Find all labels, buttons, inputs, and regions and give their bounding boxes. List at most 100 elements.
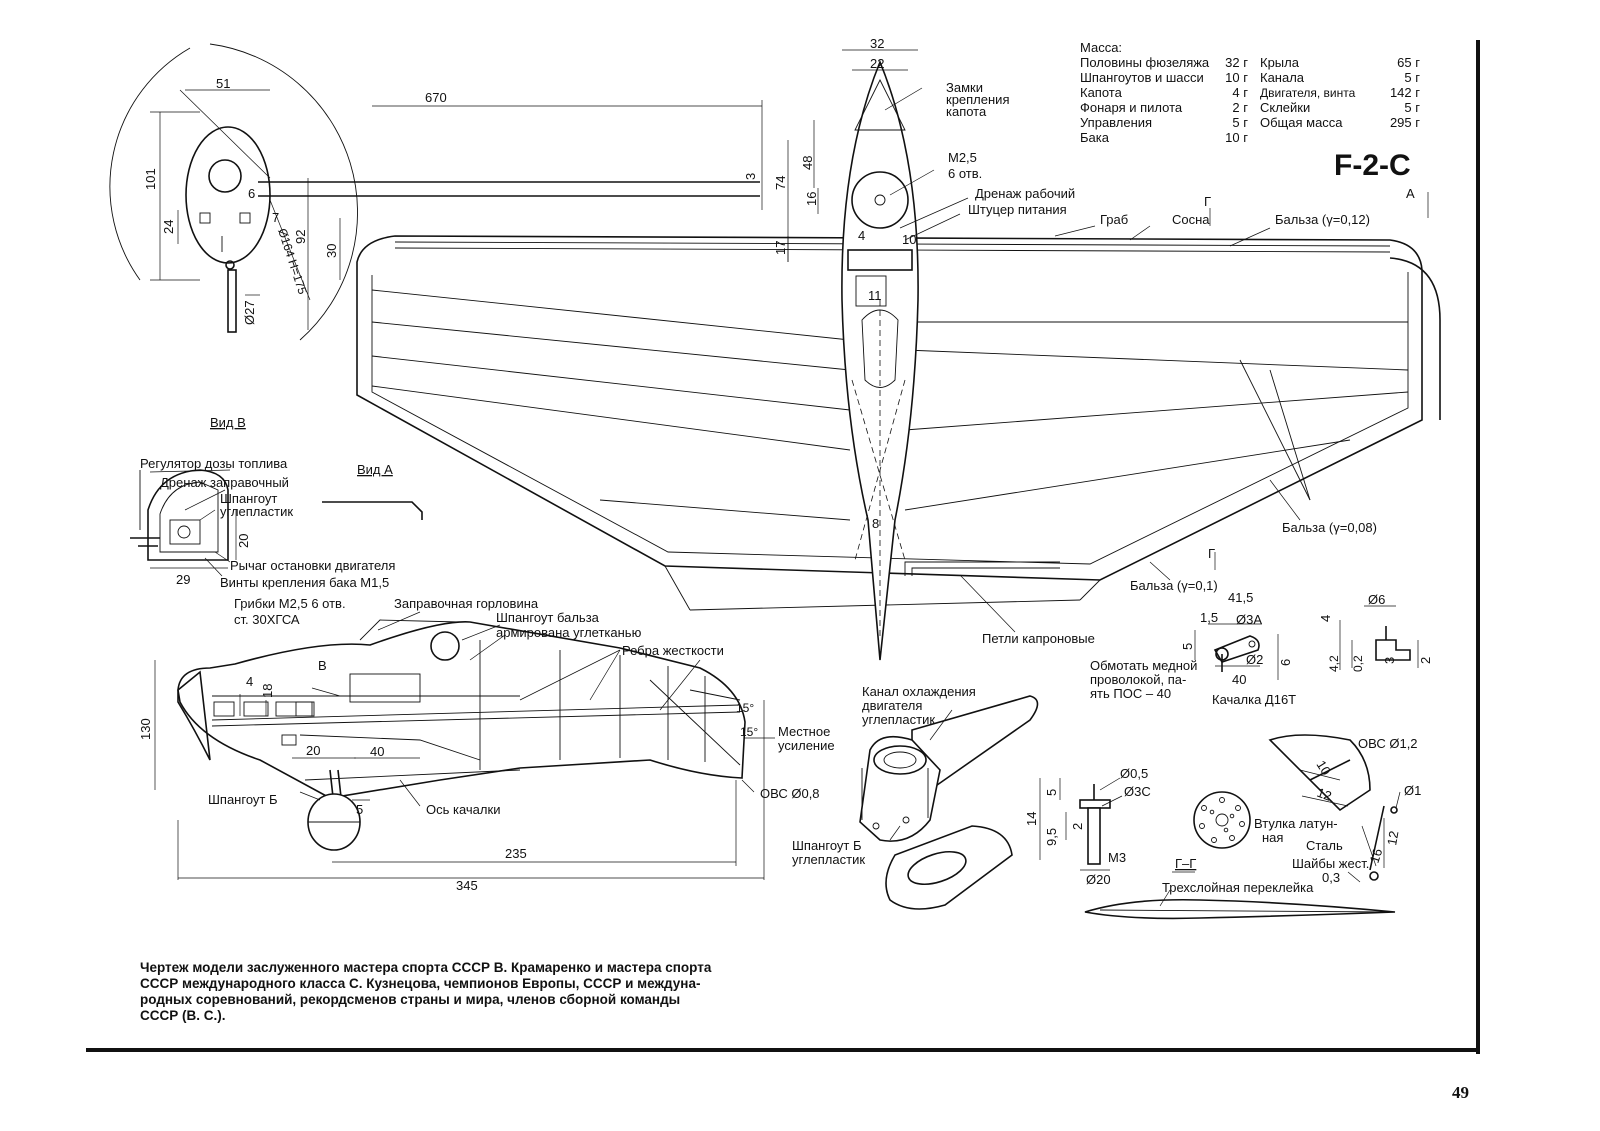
label-vid-b: Вид В (210, 415, 246, 430)
dim-12-hinge-b: 12 (1384, 830, 1401, 847)
front-view (109, 43, 763, 341)
dim-92: 92 (293, 230, 308, 244)
mass-left-5-value: 10 г (1225, 130, 1248, 145)
dim-11: 11 (868, 288, 882, 303)
label-petli: Петли капроновые (982, 631, 1095, 646)
angle-15-b: 15° (740, 725, 758, 739)
dim-17: 17 (773, 241, 788, 255)
label-shayby-1: Шайбы жест. (1292, 856, 1369, 871)
dim-24: 24 (161, 220, 176, 234)
label-shp-b-side: Шпангоут Б (208, 792, 278, 807)
label-stal: Сталь (1306, 838, 1343, 853)
dim-42: 4,2 (1327, 655, 1341, 672)
label-shayby-2: 0,3 (1322, 870, 1340, 885)
dim-670: 670 (425, 90, 447, 105)
caption-line-3: родных соревнований, рекордсменов страны… (140, 992, 680, 1007)
dim-27: Ø27 (242, 300, 257, 325)
mass-left-3: Фонаря и пилота (1080, 100, 1183, 115)
label-section-gg: Г–Г (1175, 856, 1196, 871)
dim-40-rocker: 40 (1232, 672, 1246, 687)
dim-1: Ø1 (1404, 783, 1421, 798)
hinge-detail (1268, 734, 1401, 883)
mass-right-2: Двигателя, винта (1260, 86, 1356, 100)
dim-14: 14 (1024, 812, 1039, 826)
wheel-detail (1193, 791, 1251, 849)
dim-02: 0,2 (1351, 655, 1365, 672)
mass-right-1-value: 5 г (1404, 70, 1420, 85)
dim-101: 101 (143, 168, 158, 190)
label-balsa-008: Бальза (γ=0,08) (1282, 520, 1377, 535)
label-ovs12: ОВС Ø1,2 (1358, 736, 1418, 751)
label-shtutser: Штуцер питания (968, 202, 1067, 217)
label-ugleplastik-tank: углепластик (220, 504, 293, 519)
label-vinty: Винты крепления бака М1,5 (220, 575, 389, 590)
mass-right-1: Канала (1260, 70, 1305, 85)
rocker-detail (1194, 605, 1419, 680)
label-obmotat-2: проволокой, па- (1090, 672, 1186, 687)
label-vtulka-2: ная (1262, 830, 1283, 845)
dim-345: 345 (456, 878, 478, 893)
label-arrow-a: А (1406, 186, 1415, 201)
label-balsa-01: Бальза (γ=0,1) (1130, 578, 1218, 593)
angle-15-a: 15° (736, 701, 754, 715)
dim-130: 130 (138, 718, 153, 740)
dim-235: 235 (505, 846, 527, 861)
cooling-channel (859, 695, 1039, 910)
dim-2-rocker-side: 2 (1418, 657, 1433, 664)
dim-7: 7 (272, 210, 279, 225)
dim-3: 3 (743, 173, 758, 180)
label-m25: М2,5 (948, 150, 977, 165)
label-section-g-bottom: Г (1208, 546, 1215, 561)
top-view (356, 49, 1441, 661)
mass-right-4-value: 295 г (1390, 115, 1420, 130)
dim-16-hinge: 16 (1367, 847, 1386, 865)
label-zapr-gorlovina: Заправочная горловина (394, 596, 539, 611)
dim-4-top: 4 (858, 228, 865, 243)
mass-right-3-value: 5 г (1404, 100, 1420, 115)
label-sosna: Сосна (1172, 212, 1210, 227)
dim-20-side: 20 (306, 743, 320, 758)
dim-3c: Ø3С (1124, 784, 1151, 799)
dim-6: 6 (248, 186, 255, 201)
mass-right-0: Крыла (1260, 55, 1300, 70)
label-obmotat-3: ять ПОС – 40 (1090, 686, 1171, 701)
dim-05: Ø0,5 (1120, 766, 1148, 781)
mass-right-3: Склейки (1260, 100, 1310, 115)
dim-2-rocker: Ø2 (1246, 652, 1263, 667)
dim-10-top: 10 (902, 232, 916, 247)
label-zamki-3: капота (946, 104, 987, 119)
page-number: 49 (1452, 1083, 1469, 1102)
dim-5-rocker: 5 (1180, 643, 1195, 650)
label-usilenie: усиление (778, 738, 835, 753)
dim-15: 1,5 (1200, 610, 1218, 625)
mass-left-1: Шпангоутов и шасси (1080, 70, 1204, 85)
dim-29: 29 (176, 572, 190, 587)
label-obmotat-1: Обмотать медной (1090, 658, 1197, 673)
label-shp-b-channel-2: углепластик (792, 852, 865, 867)
label-drenazh-zapr: Дренаж заправочный (160, 475, 289, 490)
tank-view (130, 469, 423, 577)
mass-left-1-value: 10 г (1225, 70, 1248, 85)
dim-5-side: 5 (356, 802, 363, 817)
label-b-arrow: В (318, 658, 327, 673)
label-armirovana: армирована углетканью (496, 625, 642, 640)
dim-3-rocker: 3 (1382, 657, 1397, 664)
mass-left-3-value: 2 г (1232, 100, 1248, 115)
dim-22: 22 (870, 56, 884, 71)
label-rychag: Рычаг остановки двигателя (230, 558, 395, 573)
label-ovs08: ОВС Ø0,8 (760, 786, 820, 801)
mass-right-2-value: 142 г (1390, 85, 1420, 100)
label-section-g-top: Г (1204, 194, 1211, 209)
mass-left-0: Половины фюзеляжа (1080, 55, 1210, 70)
caption-line-4: СССР (В. С.). (140, 1008, 226, 1023)
label-shp-balsa: Шпангоут бальза (496, 610, 600, 625)
mass-right-4: Общая масса (1260, 115, 1343, 130)
mass-table: Масса: Половины фюзеляжа 32 г Шпангоутов… (1080, 40, 1420, 145)
label-trehsloinaya: Трехслойная переклейка (1162, 880, 1314, 895)
dim-32: 32 (870, 36, 884, 51)
dim-16: 16 (804, 192, 819, 206)
mass-right-0-value: 65 г (1397, 55, 1420, 70)
mass-left-5: Бака (1080, 130, 1110, 145)
label-vid-a: Вид А (357, 462, 393, 477)
label-kanal-2: двигателя (862, 698, 922, 713)
